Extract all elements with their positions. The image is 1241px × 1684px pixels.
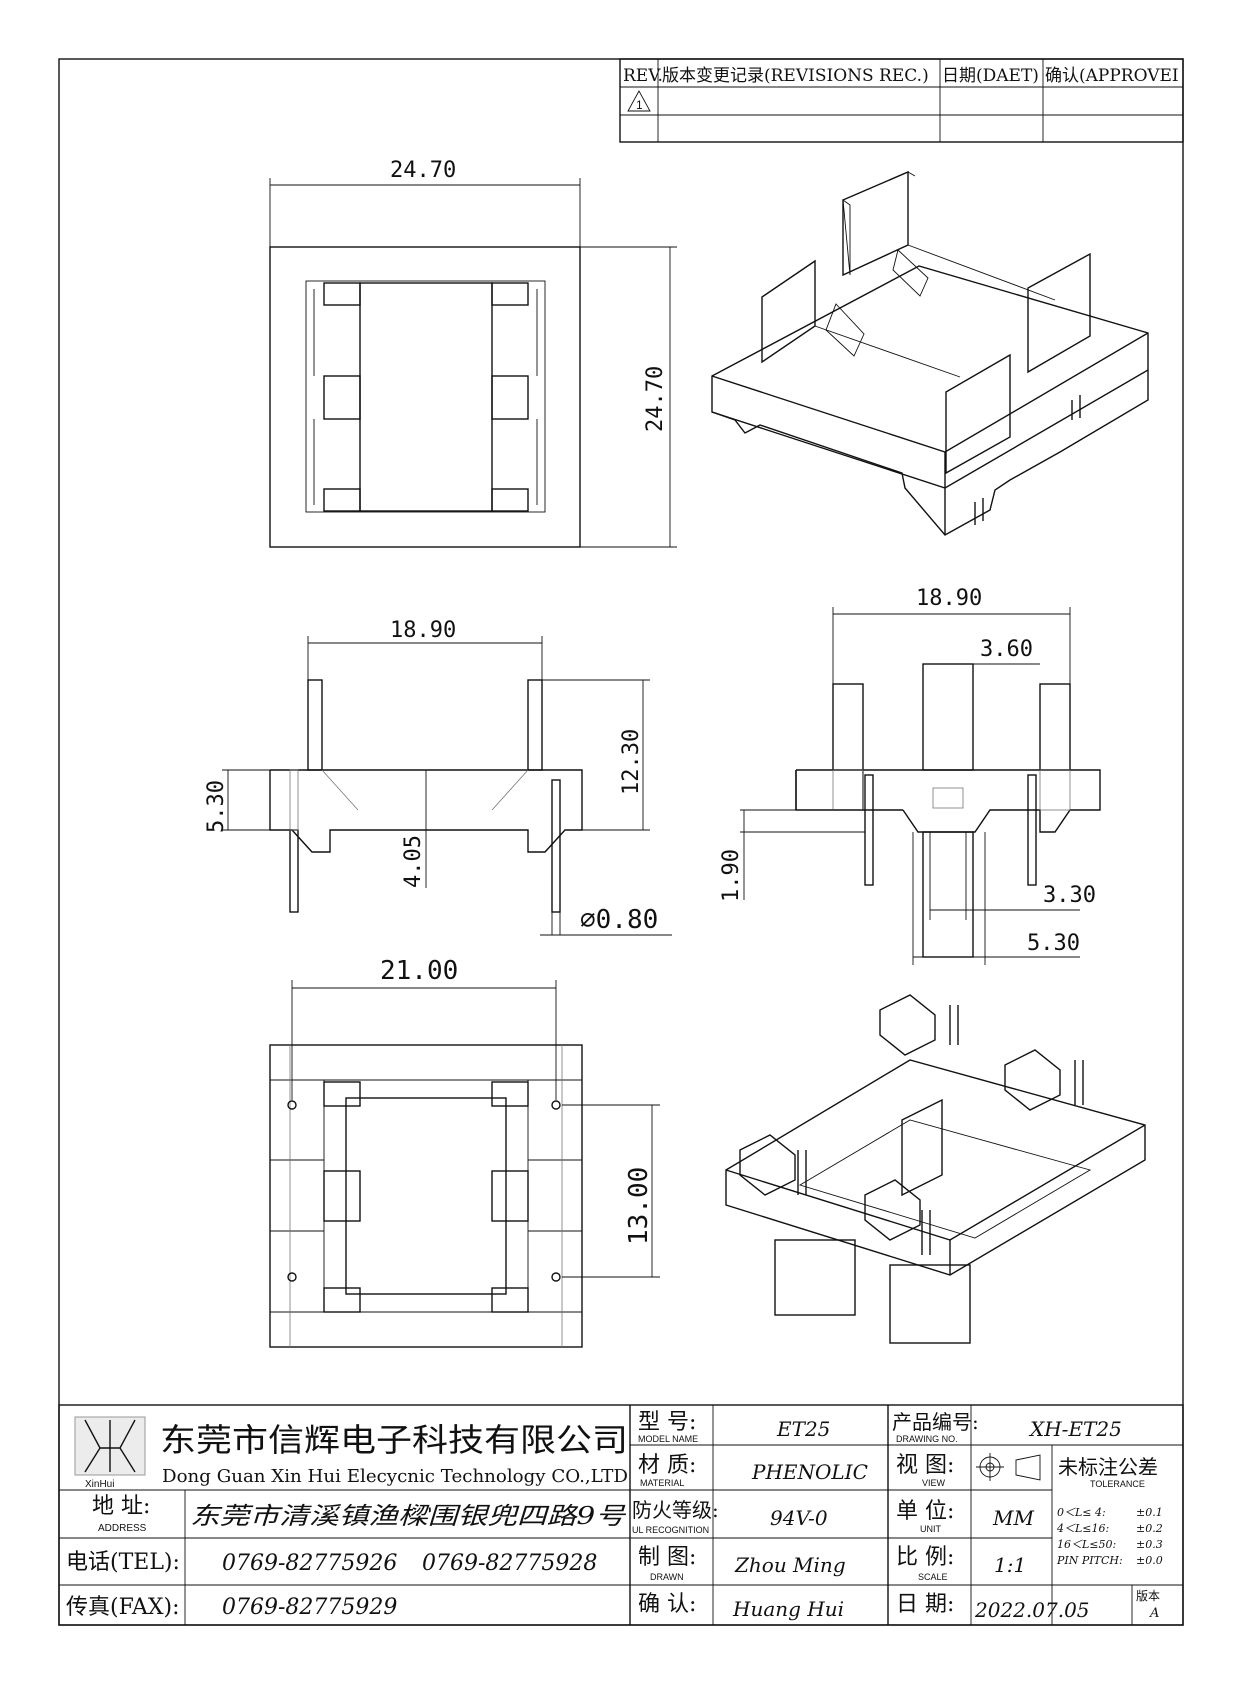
drawing-no-label: 产品编号: — [892, 1410, 979, 1434]
tolerance-label-en: TOLERANCE — [1090, 1479, 1145, 1489]
records-header: 版本变更记录(REVISIONS REC.) — [662, 66, 929, 86]
company-name-cn: 东莞市信辉电子科技有限公司 — [160, 1421, 628, 1459]
fax-value: 0769-82775929 — [222, 1595, 397, 1620]
check-value: Huang Hui — [732, 1597, 844, 1621]
projection-symbol-icon — [976, 1453, 1041, 1481]
company-logo — [74, 1416, 146, 1476]
unit-label: 单 位: — [896, 1499, 954, 1524]
ul-value: 94V-0 — [770, 1506, 828, 1530]
unit-value: MM — [992, 1506, 1034, 1530]
fax-label: 传真(FAX): — [66, 1595, 179, 1620]
material-label-en: MATERIAL — [640, 1478, 684, 1488]
drawn-label: 制 图: — [638, 1545, 696, 1570]
address-label: 地 址: — [92, 1494, 150, 1519]
top-view: 24.70 24.70 — [269, 158, 677, 548]
material-value: PHENOLIC — [751, 1460, 868, 1484]
side-view: 18.90 3.60 1.90 3.30 5.30 — [719, 586, 1101, 965]
tol-4-label: PIN PITCH: — [1056, 1554, 1123, 1567]
dim-side-foot: 1.90 — [719, 849, 744, 902]
tol-3-label: 16＜L≤50: — [1057, 1538, 1116, 1551]
date-header: 日期(DAET) — [942, 66, 1039, 86]
dim-top-width: 24.70 — [390, 158, 456, 183]
drawn-value: Zhou Ming — [734, 1553, 846, 1577]
check-label: 确 认: — [638, 1592, 696, 1617]
drawn-label-en: DRAWN — [650, 1572, 684, 1582]
ul-label-en: UL RECOGNITION — [632, 1525, 709, 1535]
dim-side-width: 18.90 — [916, 586, 982, 611]
dim-front-base: 5.30 — [204, 780, 229, 833]
model-value: ET25 — [776, 1417, 830, 1441]
dim-front-slot: 4.05 — [401, 835, 426, 888]
dim-front-width: 18.90 — [390, 618, 456, 643]
approve-header: 确认(APPROVEI — [1045, 66, 1179, 86]
address-label-en: ADDRESS — [98, 1523, 147, 1534]
tol-1-label: 0＜L≤ 4: — [1057, 1506, 1106, 1519]
dim-bottom-width: 21.00 — [380, 956, 458, 986]
tel-value-1: 0769-82775926 — [222, 1551, 397, 1576]
tel-value-2: 0769-82775928 — [422, 1551, 597, 1576]
dim-side-slot: 3.30 — [1043, 883, 1096, 908]
company-name-en: Dong Guan Xin Hui Elecycnic Technology C… — [162, 1466, 628, 1487]
bottom-view: 21.00 13.00 — [269, 956, 660, 1348]
tol-4-value: ±0.0 — [1136, 1554, 1163, 1567]
date-value: 2022.07.05 — [974, 1598, 1090, 1622]
front-view: 18.90 12.30 5.30 4.05 ∅0.80 — [204, 618, 672, 936]
drawing-no-label-en: DRAWING NO. — [896, 1434, 958, 1444]
view-label: 视 图: — [896, 1453, 954, 1478]
tol-2-label: 4＜L≤16: — [1056, 1522, 1109, 1535]
scale-label: 比 例: — [896, 1545, 954, 1570]
dim-side-slot-outer: 5.30 — [1027, 931, 1080, 956]
iso-view-bottom — [725, 994, 1146, 1344]
unit-label-en: UNIT — [920, 1524, 941, 1534]
dim-bottom-height: 13.00 — [624, 1167, 654, 1245]
logo-text: XinHui — [85, 1479, 114, 1490]
scale-value: 1:1 — [994, 1553, 1026, 1577]
dim-side-center: 3.60 — [980, 637, 1033, 662]
tel-label: 电话(TEL): — [66, 1550, 180, 1575]
version-label: 版本 — [1136, 1589, 1160, 1603]
tol-1-value: ±0.1 — [1136, 1506, 1163, 1519]
revision-table: REV. 版本变更记录(REVISIONS REC.) 日期(DAET) 确认(… — [619, 58, 1184, 143]
title-block: XinHui 东莞市信辉电子科技有限公司 Dong Guan Xin Hui E… — [58, 1404, 1184, 1626]
ul-label: 防火等级: — [632, 1498, 719, 1522]
tol-2-value: ±0.2 — [1136, 1522, 1163, 1535]
dim-pin-dia: ∅0.80 — [580, 905, 658, 935]
iso-view-top — [711, 170, 1149, 536]
address-value: 东莞市清溪镇渔樑围银兜四路9号 — [190, 1502, 627, 1530]
date-label: 日 期: — [896, 1592, 954, 1617]
version-value: A — [1149, 1606, 1159, 1621]
revision-triangle-icon — [627, 90, 651, 112]
rev-header: REV. — [623, 66, 663, 86]
model-label: 型 号: — [638, 1410, 696, 1435]
drawing-no-value: XH-ET25 — [1028, 1417, 1122, 1441]
rev-mark: 1 — [636, 98, 643, 112]
material-label: 材 质: — [638, 1453, 696, 1478]
tol-3-value: ±0.3 — [1136, 1538, 1163, 1551]
scale-label-en: SCALE — [918, 1572, 948, 1582]
view-label-en: VIEW — [922, 1478, 946, 1488]
dim-top-height: 24.70 — [643, 366, 668, 432]
model-label-en: MODEL NAME — [638, 1434, 698, 1444]
tolerance-label: 未标注公差 — [1058, 1455, 1158, 1479]
dim-front-height: 12.30 — [619, 729, 644, 795]
